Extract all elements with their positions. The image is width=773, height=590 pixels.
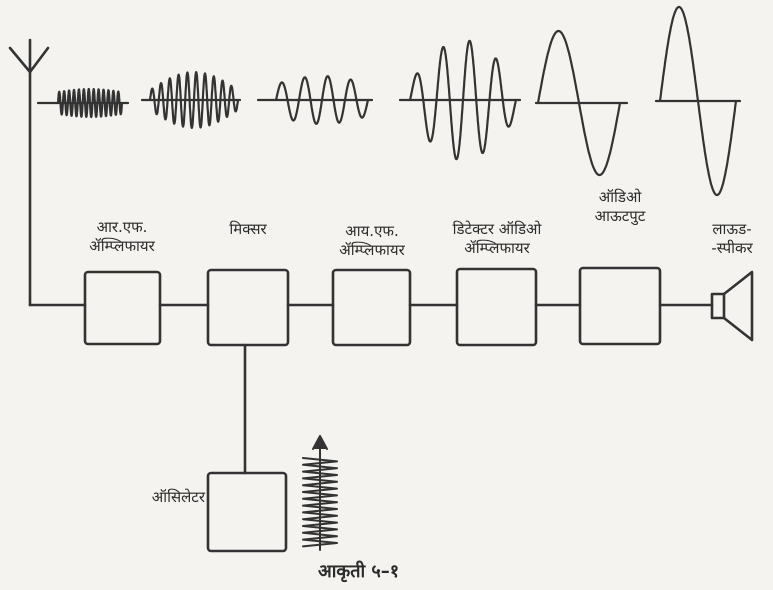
audio-waveform bbox=[534, 29, 629, 177]
loudspeaker-icon bbox=[710, 270, 754, 342]
antenna-icon bbox=[8, 38, 87, 307]
mixer-block bbox=[206, 268, 290, 347]
mixer-label: मिक्सर bbox=[229, 220, 267, 238]
oscillator-block bbox=[206, 471, 288, 553]
if-amplifier-block bbox=[331, 268, 412, 347]
figure-caption: आकृती ५–१ bbox=[318, 561, 400, 582]
loudspeaker-label: लाऊड- -स्पीकर bbox=[711, 220, 753, 257]
audio-output-label: ऑडिओ आऊटपुट bbox=[594, 188, 646, 225]
oscillator-signal-icon bbox=[302, 435, 338, 551]
rf-amplifier-block bbox=[83, 270, 162, 346]
detector-audio-amplifier-block bbox=[455, 267, 538, 347]
mixer-output-waveform bbox=[140, 71, 242, 129]
signal-wires bbox=[158, 303, 714, 475]
speaker-audio-waveform bbox=[654, 5, 742, 197]
detector-waveform bbox=[398, 39, 522, 161]
audio-output-block bbox=[578, 266, 662, 346]
detector-audio-amplifier-label: डिटेक्टर ऑडिओ ॲम्प्लिफायर bbox=[452, 220, 542, 257]
if-amplifier-label: आय.एफ. ॲम्प्लिफायर bbox=[339, 222, 405, 259]
rf-carrier-waveform bbox=[36, 87, 130, 119]
oscillator-label: ऑसिलेटर bbox=[151, 488, 205, 506]
rf-amplifier-label: आर.एफ. ॲम्प्लिफायर bbox=[89, 218, 155, 255]
if-waveform bbox=[256, 75, 374, 125]
